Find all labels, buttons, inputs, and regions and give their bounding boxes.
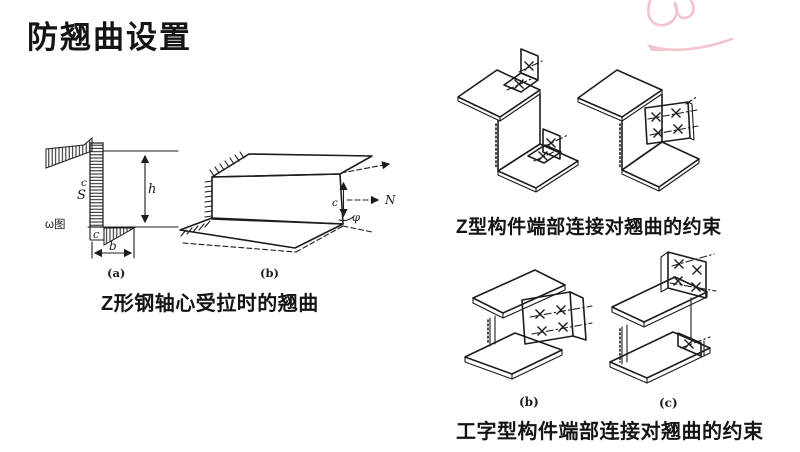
caption-ibeam-end-connection: 工字型构件端部连接对翘曲的约束 (456, 421, 764, 443)
bolt-x (557, 321, 569, 333)
caption-z-section-warping: Z形钢轴心受拉时的翘曲 (101, 293, 319, 315)
ic-top-plate-return (660, 251, 669, 293)
h-label: h (148, 182, 156, 197)
ic-bolt-centerlines (669, 253, 717, 292)
z2-top-flange (577, 69, 663, 118)
z2-end-plate-thickness (687, 101, 695, 141)
z1-bottom-flange-thickness (497, 160, 579, 193)
s-label: S (77, 188, 86, 203)
z1-web (497, 93, 541, 172)
c-3d-label: c (332, 197, 338, 209)
z1-top-clip-centerlines (506, 60, 543, 91)
sublabel-a: (a) (107, 266, 125, 280)
z2-end-plate (644, 101, 691, 145)
c-box-label: c (93, 228, 99, 241)
z1-bottom-flange (497, 143, 579, 189)
z1-bottom-clip-leg (542, 128, 561, 160)
sublabel-ic: (c) (659, 396, 678, 410)
z2-bolt-centerlines (647, 95, 699, 136)
figure-z-section-warping-diagram: h b c c S ω图 (a) (45, 136, 179, 280)
ib-bottom-flange-thickness (464, 349, 563, 380)
z2-bottom-flange (621, 141, 700, 188)
bottom-flange-face (179, 217, 344, 249)
z1-top-flange (457, 69, 541, 118)
warp-direction-arrow (340, 161, 391, 174)
b-extension-lines (91, 228, 135, 259)
z2-bottom-flange-thickness (621, 158, 700, 192)
bolt-x (534, 308, 546, 320)
bolt-x (555, 304, 567, 316)
edge-hatch-ticks (180, 151, 245, 237)
ib-end-plate-bend (569, 291, 587, 341)
watermark-hook (647, 44, 667, 51)
bolt-x (536, 325, 548, 337)
omega-diagram-label: ω图 (45, 218, 65, 231)
ib-bottom-flange (464, 332, 563, 375)
bolt-x (691, 264, 703, 276)
ic-bottom-clip-centerline (680, 336, 711, 349)
page-title: 防翘曲设置 (27, 20, 192, 55)
omega-region-bottom (103, 227, 136, 246)
z1-top-flange-thickness (457, 89, 541, 122)
z2-web (621, 93, 663, 171)
ic-bottom-flange-thickness (609, 347, 711, 384)
undeformed-position-dashed (182, 225, 373, 253)
c-web-label: c (81, 177, 87, 189)
web-hatched-strip (89, 142, 104, 228)
phi-rotation-tick (338, 216, 354, 222)
figure-z-member-3d-warping: c φ N (b) (179, 151, 396, 280)
z1-bottom-clip-centerlines (533, 134, 569, 162)
ib-web-edges (489, 315, 496, 347)
ic-bottom-flange (609, 331, 711, 379)
ib-end-plate (521, 291, 574, 345)
ib-top-flange-thickness (472, 284, 566, 319)
sublabel-ib: (b) (519, 395, 539, 409)
ib-top-flange (472, 269, 566, 314)
n-force-label: N (384, 193, 396, 207)
web-front-face (211, 173, 344, 225)
figure-ibeam-clip-angles: (b) (c) (464, 251, 717, 410)
bolt-x (545, 137, 557, 149)
ic-web-edges (621, 297, 692, 365)
z1-top-clip-leg (520, 48, 539, 81)
omega-triangle-top (45, 136, 93, 169)
sublabel-b: (b) (260, 266, 279, 280)
ic-top-flange-thickness (611, 291, 708, 328)
phi-label: φ (352, 210, 360, 224)
ib-bolt-centerlines (529, 305, 593, 335)
b-label: b (109, 239, 117, 253)
figure-z-member-clip-angles (457, 48, 700, 193)
caption-z-end-connection: Z型构件端部连接对翘曲的约束 (456, 217, 722, 238)
